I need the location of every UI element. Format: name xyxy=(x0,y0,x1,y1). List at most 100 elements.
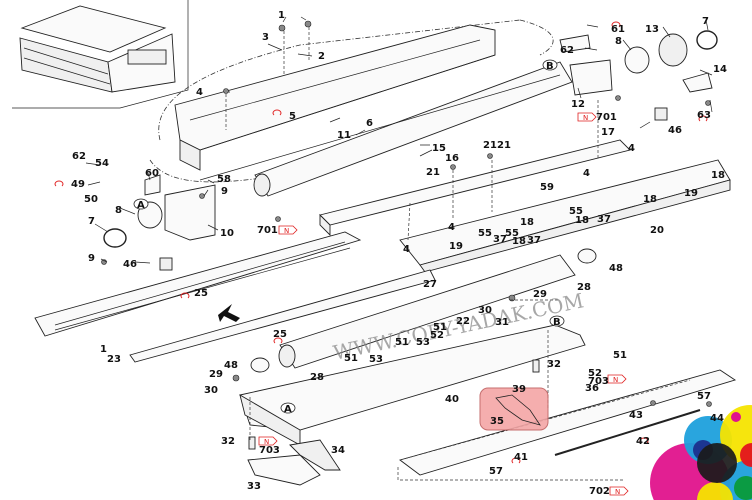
label-48a: 48 xyxy=(609,263,623,274)
marker-B-right: B xyxy=(549,315,565,328)
label-57a: 57 xyxy=(697,391,711,402)
label-9b: 9 xyxy=(221,186,228,197)
label-4e: 4 xyxy=(403,244,410,255)
label-4b: 4 xyxy=(628,143,635,154)
heat-roller xyxy=(199,61,573,197)
boundary-upper xyxy=(158,19,554,141)
label-5: 5 xyxy=(289,111,296,122)
label-703a: 703 xyxy=(588,376,609,387)
part-labels: 1 1 2 3 4 4 4 4 4 5 6 7 7 8 8 9 9 10 11 … xyxy=(71,10,727,497)
screw-9 xyxy=(199,193,205,199)
label-7b: 7 xyxy=(88,216,95,227)
gear-48-left xyxy=(250,357,270,373)
label-35: 35 xyxy=(490,416,504,427)
pressure-roller xyxy=(278,254,576,369)
label-18a: 18 xyxy=(711,170,725,181)
label-25a: 25 xyxy=(194,288,208,299)
label-28a: 28 xyxy=(577,282,591,293)
label-51c: 51 xyxy=(344,353,358,364)
label-61: 61 xyxy=(611,24,625,35)
label-4a: 4 xyxy=(196,87,203,98)
label-8a: 8 xyxy=(615,36,622,47)
bracket-60 xyxy=(144,174,161,196)
label-9a: 9 xyxy=(88,253,95,264)
label-2: 2 xyxy=(318,51,325,62)
label-22: 22 xyxy=(456,316,470,327)
label-7a: 7 xyxy=(702,16,709,27)
label-4d: 4 xyxy=(448,222,455,233)
recycle-icon-42 xyxy=(639,437,649,444)
lower-guide xyxy=(129,269,436,363)
label-21b: 21 xyxy=(497,140,511,151)
highlight-part-35 xyxy=(479,387,549,431)
label-50: 50 xyxy=(84,194,98,205)
label-53a: 53 xyxy=(369,354,383,365)
label-51b: 51 xyxy=(395,337,409,348)
screw-63 xyxy=(705,100,711,106)
cmyk-logo xyxy=(650,405,752,500)
recycle-icon-25b xyxy=(273,337,283,344)
label-18d: 18 xyxy=(512,236,526,247)
label-18e: 18 xyxy=(520,217,534,228)
label-55a: 55 xyxy=(569,206,583,217)
copier-thumbnail xyxy=(19,5,176,93)
svg-text:B: B xyxy=(553,317,561,328)
label-3: 3 xyxy=(262,32,269,43)
label-703b: 703 xyxy=(259,445,280,456)
screw-21 xyxy=(450,164,456,170)
recycle-icon-41 xyxy=(511,457,521,464)
label-62a: 62 xyxy=(560,45,574,56)
exit-guide xyxy=(399,369,737,476)
label-55b: 55 xyxy=(505,228,519,239)
label-55c: 55 xyxy=(478,228,492,239)
label-702: 702 xyxy=(589,486,610,497)
label-34: 34 xyxy=(331,445,345,456)
label-10: 10 xyxy=(220,228,234,239)
label-15: 15 xyxy=(432,143,446,154)
screw-21b xyxy=(487,153,493,159)
pressure-lever-left xyxy=(247,454,321,486)
label-33: 33 xyxy=(247,481,261,492)
label-52b: 52 xyxy=(588,368,602,379)
ring-7-left xyxy=(103,228,127,248)
label-11: 11 xyxy=(337,130,351,141)
label-57b: 57 xyxy=(489,466,503,477)
label-44: 44 xyxy=(710,413,724,424)
label-19b: 19 xyxy=(449,241,463,252)
label-701a: 701 xyxy=(596,112,617,123)
label-46b: 46 xyxy=(668,125,682,136)
label-27: 27 xyxy=(423,279,437,290)
label-39: 39 xyxy=(512,384,526,395)
label-16: 16 xyxy=(445,153,459,164)
screw-4-top xyxy=(223,88,229,94)
label-12: 12 xyxy=(571,99,585,110)
label-49: 49 xyxy=(71,179,85,190)
upper-cover xyxy=(174,24,496,171)
n-marker-701-top: N xyxy=(577,112,597,122)
label-29a: 29 xyxy=(533,289,547,300)
screw-1b xyxy=(304,20,312,28)
bracket-61 xyxy=(559,34,591,53)
label-4c: 4 xyxy=(583,168,590,179)
label-21c: 21 xyxy=(483,140,497,151)
label-58: 58 xyxy=(217,174,231,185)
recycle-icon-49 xyxy=(54,180,64,187)
holder-46-top xyxy=(654,107,668,121)
spring-32-right xyxy=(532,359,540,373)
nut-43 xyxy=(650,400,656,406)
svg-text:B: B xyxy=(546,61,554,72)
label-46a: 46 xyxy=(123,259,137,270)
svg-text:A: A xyxy=(284,404,292,415)
boundary-left xyxy=(149,159,311,183)
label-41: 41 xyxy=(514,452,528,463)
label-14: 14 xyxy=(713,64,727,75)
label-42: 42 xyxy=(636,436,650,447)
part-35-shape xyxy=(495,394,541,426)
label-43: 43 xyxy=(629,410,643,421)
n-marker-703-right: N xyxy=(607,374,627,384)
recycle-icon-5 xyxy=(272,109,282,116)
label-32b: 32 xyxy=(221,436,235,447)
label-8b: 8 xyxy=(115,205,122,216)
svg-text:N: N xyxy=(264,438,269,446)
